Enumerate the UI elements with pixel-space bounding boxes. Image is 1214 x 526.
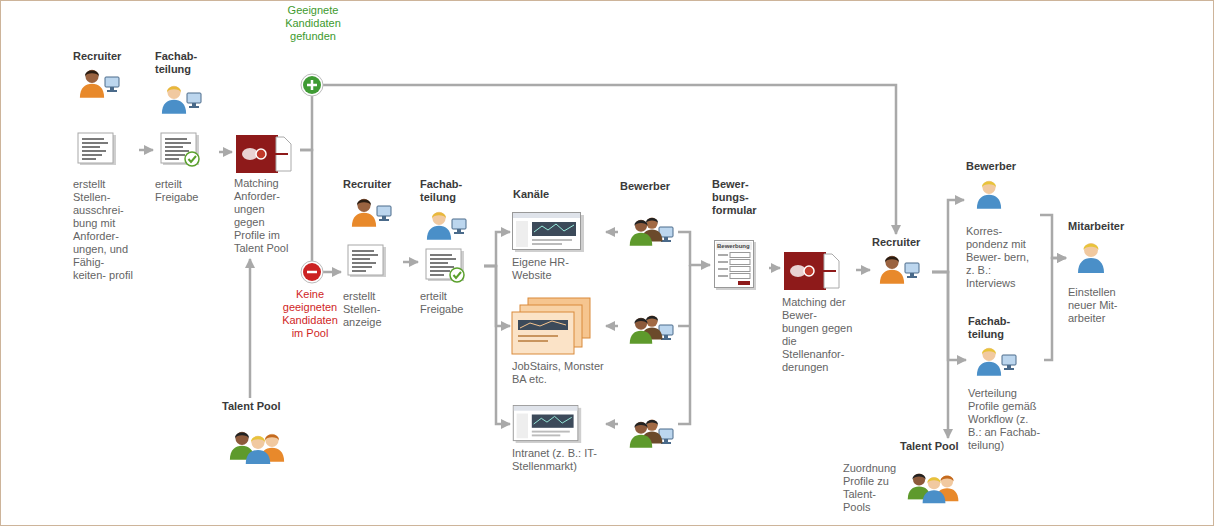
channel-heading: Kanäle: [513, 188, 573, 201]
flow-arrow: [300, 85, 896, 234]
flow-arrow: [403, 261, 418, 264]
channel: Intranet (z. B.: IT-Stellenmarkt): [512, 405, 604, 475]
flow-arrow: [606, 325, 618, 328]
flow-arrow: [219, 151, 232, 154]
node-heading: Talent Pool: [900, 440, 964, 453]
node-heading: Bewer- bungs- formular: [712, 178, 767, 217]
node-heading: Recruiter: [343, 178, 401, 191]
flow-arrow: [606, 423, 618, 426]
node-heading: Mitarbeiter: [1068, 220, 1148, 233]
matching-step: Matching der Bewer- bungen gegen die Ste…: [782, 250, 854, 376]
node-heading: Recruiter: [73, 50, 137, 63]
flow-arrow: [249, 259, 252, 398]
node-heading: Fachab- teilung: [155, 50, 217, 76]
talent-pool: Talent Pool: [222, 400, 292, 468]
node-text: erstellt Stellen- anzeige: [343, 290, 401, 329]
flow-arrow: [606, 231, 618, 234]
flow-arrow: [484, 266, 510, 424]
node-heading: Fachab- teilung: [968, 315, 1042, 341]
flow-arrow: [932, 200, 964, 272]
flow-arrow: [300, 150, 341, 272]
flow-arrow: [856, 269, 870, 272]
actor-step: Fachab- teilung erteilt Freigabe: [420, 178, 482, 318]
node-heading: Bewerber: [966, 160, 1038, 173]
node-text: Korres- pondenz mit Bewer- bern, z. B.: …: [966, 225, 1038, 290]
channel: JobStairs, Monster BA etc.: [512, 298, 604, 388]
node-text: erteilt Freigabe: [420, 290, 475, 316]
flow-arrow: [139, 149, 153, 152]
application-form: Bewer- bungs- formular: [712, 178, 767, 290]
flow-arrow: [678, 232, 710, 265]
actor-step: Recruiter: [872, 236, 930, 294]
flow-arrow: [932, 272, 948, 438]
edge-label: Keine geeigneten Kandidaten im Pool: [280, 288, 340, 340]
node-heading: Fachab- teilung: [420, 178, 482, 204]
node-text: Matching der Bewer- bungen gegen die Ste…: [782, 296, 854, 374]
actor-step: Recruiter erstellt Stellen- anzeige: [343, 178, 401, 331]
flow-arrow: [1040, 215, 1066, 258]
actor-step: Recruiter erstellt Stellen- ausschrei- bu…: [73, 50, 137, 284]
node-text: erteilt Freigabe: [155, 178, 210, 204]
node-heading: Bewerber: [620, 180, 676, 193]
actor-step: MitarbeiterEinstellen neuer Mit- arbeite…: [1068, 220, 1148, 327]
flow-arrow: [1044, 258, 1066, 360]
actor-step: Fachab- teilung erteilt Freigabe: [155, 50, 217, 206]
node-text: Einstellen neuer Mit- arbeiter: [1068, 286, 1140, 325]
node-text: erstellt Stellen- ausschrei- bung mit An…: [73, 178, 137, 282]
node-text: JobStairs, Monster BA etc.: [512, 360, 604, 386]
channel: Eigene HR-Website: [512, 212, 604, 284]
actor-step: BewerberKorres- pondenz mit Bewer- bern,…: [966, 160, 1038, 292]
plus-symbol: [301, 74, 323, 96]
flow-arrow: [484, 232, 510, 266]
node-text: Intranet (z. B.: IT-Stellenmarkt): [512, 447, 604, 473]
node-heading: Recruiter: [872, 236, 930, 249]
edge-label: Geeignete Kandidaten gefunden: [282, 4, 344, 43]
actor-step: Fachab- teilungVerteilung Profile gemäß …: [968, 315, 1042, 454]
minus-symbol: [301, 261, 323, 283]
talent-pool: Talent PoolZuordnung Profile zu Talent-P…: [840, 440, 964, 516]
node-heading: Talent Pool: [222, 400, 292, 413]
node-text: Matching Anforder- ungen gegen Profile i…: [234, 177, 298, 255]
form-title: Bewerbung: [717, 243, 753, 250]
flow-arrow: [769, 267, 780, 270]
applicants: Bewerber: [620, 180, 676, 455]
node-text: Zuordnung Profile zu Talent-Pools: [843, 462, 901, 514]
node-text: Eigene HR-Website: [512, 256, 604, 282]
matching-step: Matching Anforder- ungen gegen Profile i…: [234, 133, 298, 257]
node-text: Verteilung Profile gemäß Workflow (z. B.…: [968, 387, 1042, 452]
